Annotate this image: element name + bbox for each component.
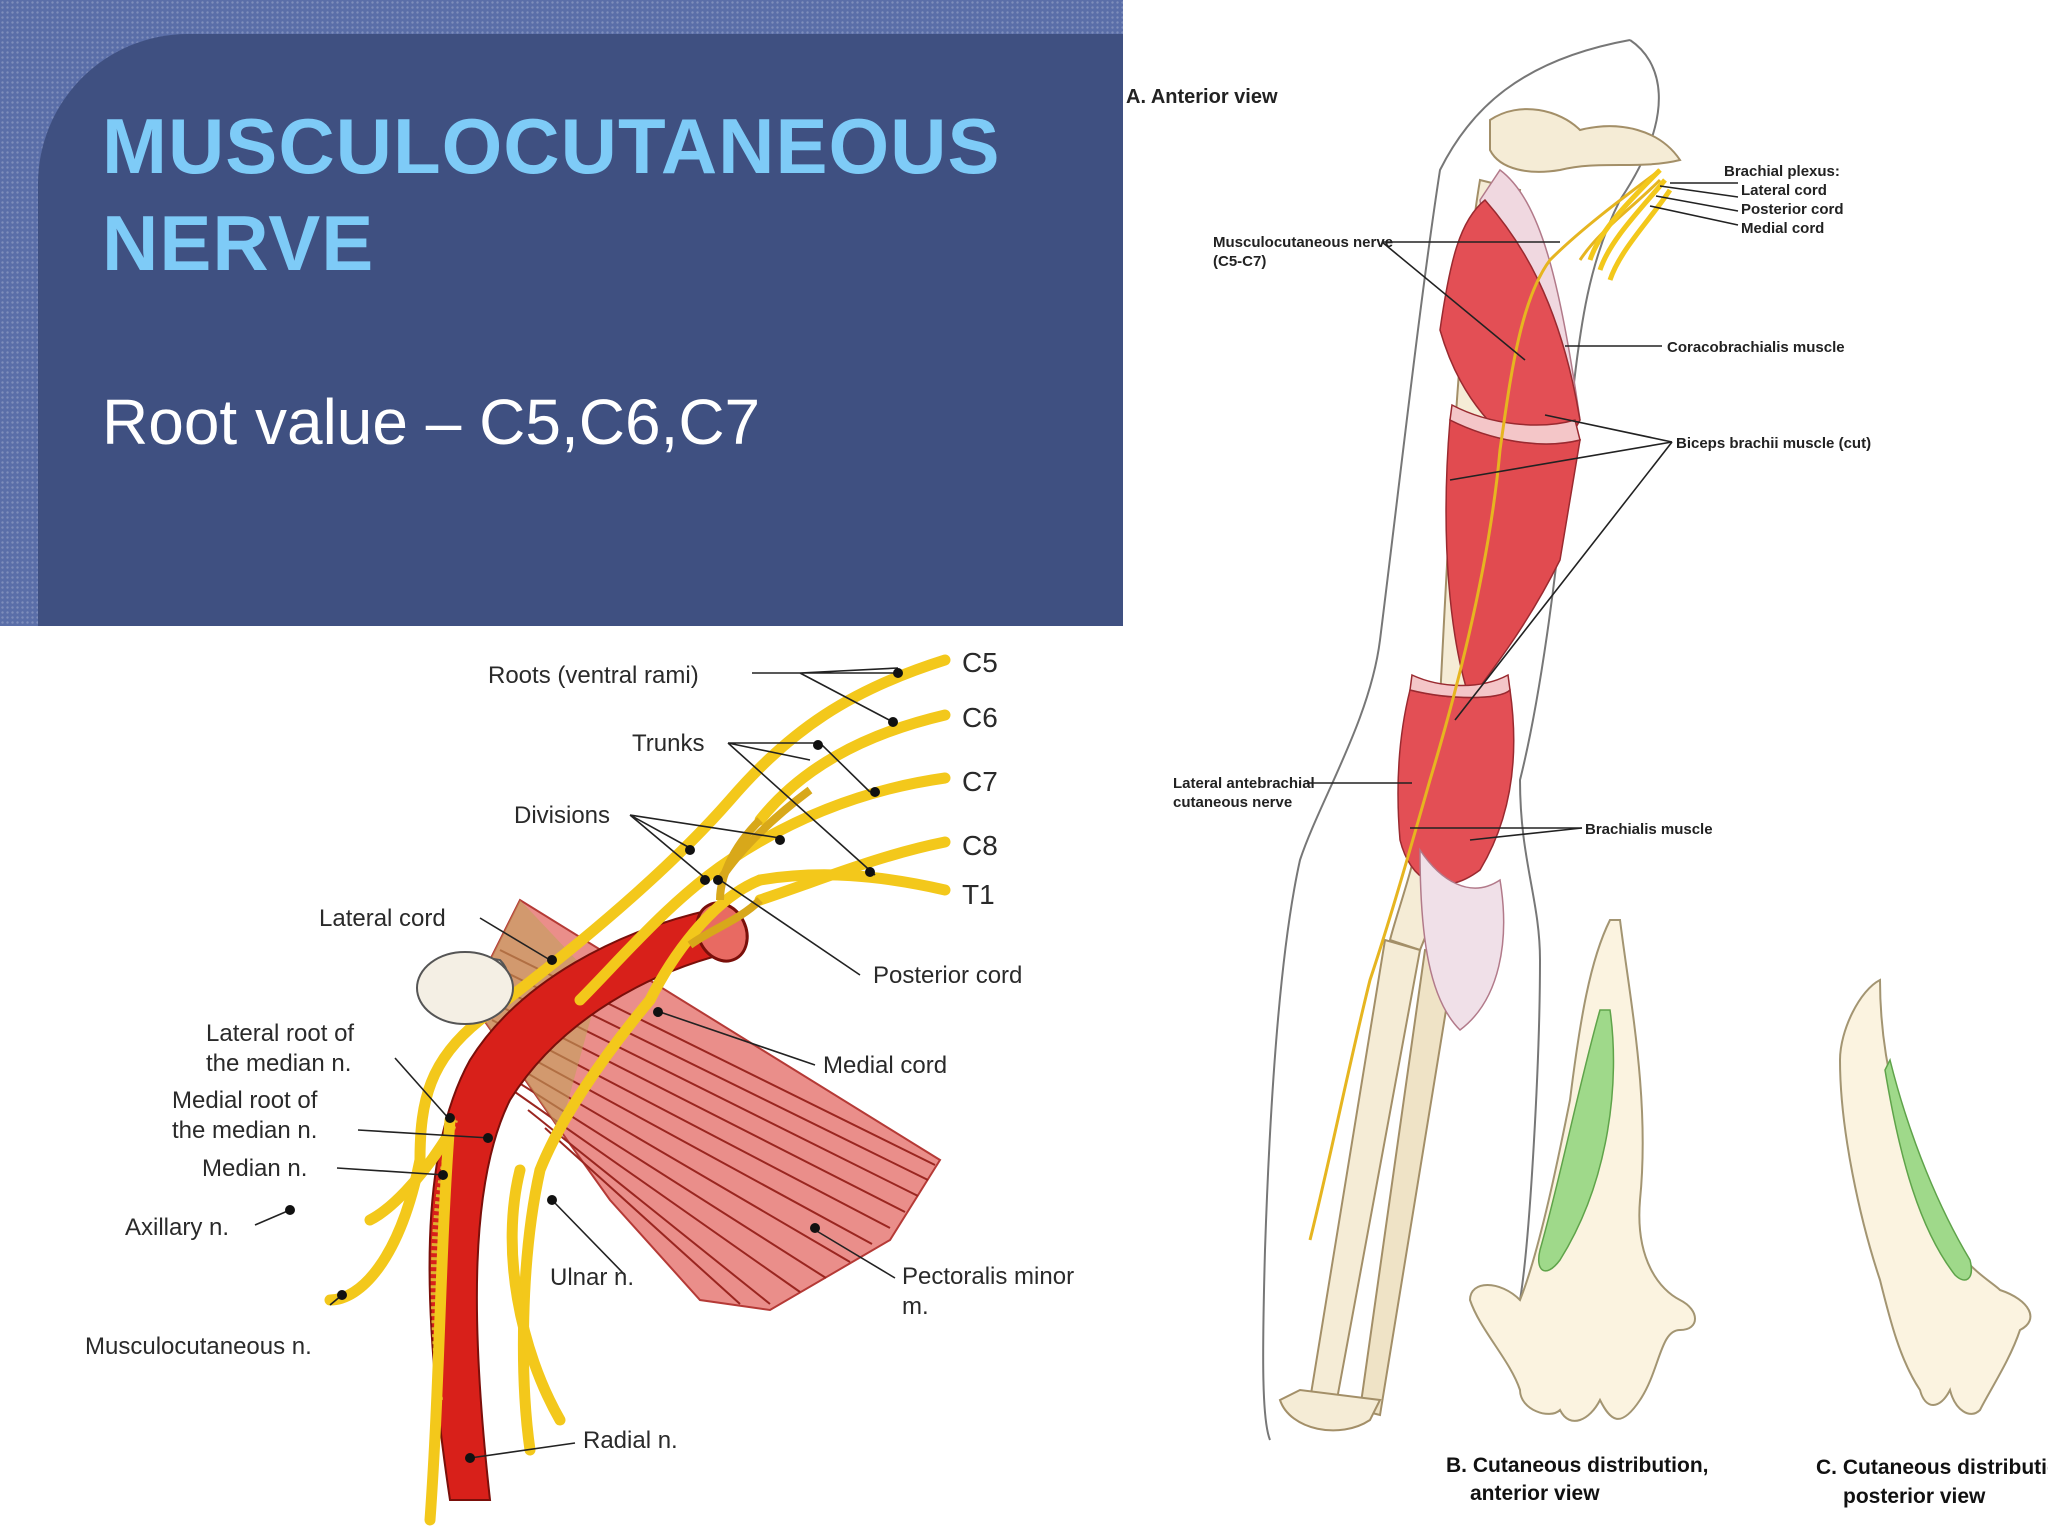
- slide-title: MUSCULOCUTANEOUS NERVE: [102, 102, 1001, 287]
- arm-leader-lines: [1307, 182, 1739, 841]
- root-label-c6: C6: [962, 702, 998, 733]
- label-lateral-root-line2: the median n.: [206, 1050, 351, 1077]
- arm-outline-medial: [1518, 39, 1660, 1301]
- coracoid-stump: [416, 951, 514, 1025]
- label-ulnar-n: Ulnar n.: [550, 1264, 634, 1291]
- posterior-green-area: [1884, 1057, 1972, 1281]
- root-label-c7: C7: [962, 766, 998, 797]
- label-roots-ventral-rami: Roots (ventral rami): [488, 662, 699, 689]
- arm-anterior-view-diagram: A. Anterior view Brachial plexus: Latera…: [1126, 39, 1871, 1441]
- label-median-n: Median n.: [202, 1155, 307, 1182]
- title-panel-background: [0, 0, 1123, 626]
- cutaneous-distribution-posterior: C. Cutaneous distribution, posterior vie…: [1816, 978, 2048, 1508]
- biceps-cut-upper: [1449, 403, 1581, 445]
- arm-label-posterior-cord: Posterior cord: [1741, 201, 1844, 218]
- arm-label-brachialis: Brachialis muscle: [1585, 821, 1713, 838]
- root-label-t1: T1: [962, 879, 995, 910]
- title-panel: [38, 34, 1123, 626]
- label-divisions: Divisions: [514, 802, 610, 829]
- caption-b-line1: B. Cutaneous distribution,: [1446, 1454, 1709, 1477]
- label-radial-n: Radial n.: [583, 1427, 678, 1454]
- caption-c-line1: C. Cutaneous distribution,: [1816, 1456, 2048, 1479]
- label-axillary-n: Axillary n.: [125, 1214, 229, 1241]
- caption-c-line2: posterior view: [1843, 1485, 1986, 1508]
- arm-label-brachial-plexus: Brachial plexus:: [1724, 163, 1840, 180]
- arm-view-title: A. Anterior view: [1126, 86, 1278, 108]
- label-pectoralis-line2: m.: [902, 1293, 929, 1320]
- brachial-plexus-diagram: C5 C6 C7 C8 T1 Roots (ventral rami) Trun…: [85, 647, 1074, 1526]
- root-label-c8: C8: [962, 830, 998, 861]
- label-lateral-cord: Lateral cord: [319, 905, 446, 932]
- arm-label-lateral-cord: Lateral cord: [1741, 182, 1827, 199]
- root-value-text: Root value – C5,C6,C7: [102, 386, 761, 458]
- label-posterior-cord: Posterior cord: [873, 962, 1022, 989]
- plexus-leader-dots: [285, 668, 903, 1463]
- wrist-bones: [1278, 1388, 1382, 1432]
- arm-label-biceps: Biceps brachii muscle (cut): [1676, 435, 1871, 452]
- pectoralis-minor-muscle: [468, 898, 942, 1312]
- arm-outline-lateral: [1262, 39, 1631, 1441]
- root-label-c5: C5: [962, 647, 998, 678]
- anterior-green-area: [1538, 1009, 1615, 1272]
- arm-label-lateral-antebrachial-line2: cutaneous nerve: [1173, 794, 1292, 811]
- label-medial-cord: Medial cord: [823, 1052, 947, 1079]
- arm-label-lateral-antebrachial-line1: Lateral antebrachial: [1173, 775, 1315, 792]
- brachial-plexus-cords: [1587, 168, 1673, 281]
- label-lateral-root-line1: Lateral root of: [206, 1020, 354, 1047]
- arm-label-medial-cord: Medial cord: [1741, 220, 1824, 237]
- label-musculocutaneous-n: Musculocutaneous n.: [85, 1333, 312, 1360]
- biceps-upper: [1445, 418, 1581, 702]
- label-trunks: Trunks: [632, 730, 704, 757]
- arm-label-musculocutaneous-line2: (C5-C7): [1213, 253, 1266, 270]
- arm-label-coracobrachialis: Coracobrachialis muscle: [1667, 339, 1845, 356]
- caption-b-line2: anterior view: [1470, 1482, 1600, 1505]
- forearm-tendons: [1419, 847, 1505, 1031]
- label-medial-root-line1: Medial root of: [172, 1087, 318, 1114]
- label-pectoralis-line1: Pectoralis minor: [902, 1263, 1074, 1290]
- cutaneous-distribution-anterior: B. Cutaneous distribution, anterior view: [1446, 919, 1709, 1505]
- label-medial-root-line2: the median n.: [172, 1117, 317, 1144]
- arm-label-musculocutaneous-line1: Musculocutaneous nerve: [1213, 234, 1393, 251]
- shoulder-bones: [1489, 108, 1682, 173]
- biceps-cut-lower: [1409, 673, 1511, 699]
